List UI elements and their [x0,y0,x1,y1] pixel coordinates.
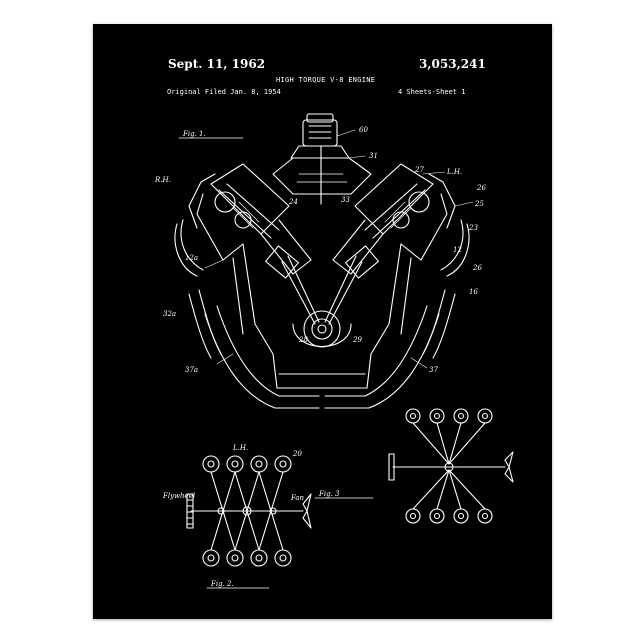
label-37: 37 [429,366,438,374]
label-28: 28 [298,336,308,344]
label-lh: L.H. [446,168,462,176]
sheet-count: 4 Sheets-Sheet 1 [398,88,466,96]
label-37a: 37a [185,366,198,374]
engine-drawing: Fig. 1. R.H. L.H. 60 31 27 26 25 23 26 1… [154,113,514,589]
label-32a: 32a [163,310,176,318]
label-23: 23 [468,224,478,232]
fig1-engine-section [174,113,474,409]
label-rh: R.H. [154,176,171,184]
fig2-diagram [186,455,312,567]
label-16: 16 [469,288,478,296]
label-flywheel: Flywheel [162,492,195,500]
fig3-label: Fig. 3 [318,490,340,498]
label-lh-fig2: L.H. [232,444,248,452]
label-60: 60 [359,126,368,134]
label-33: 33 [341,196,350,204]
patent-poster: Sept. 11, 1962 3,053,241 HIGH TORQUE V-8… [93,24,552,619]
label-12a: 12a [185,254,198,262]
label-24: 24 [288,198,298,206]
fig2-label: Fig. 2. [210,580,234,588]
label-26b: 26 [472,264,482,272]
label-31: 31 [369,152,378,160]
label-12: 12 [453,246,462,254]
label-27: 27 [414,166,424,174]
fig1-label: Fig. 1. [182,130,206,138]
label-20: 20 [292,450,302,458]
label-29: 29 [352,336,362,344]
filed-date: Original Filed Jan. 8, 1954 [167,88,281,96]
label-26: 26 [476,184,486,192]
fig3-diagram [388,408,514,524]
patent-number: 3,053,241 [419,57,486,71]
patent-date: Sept. 11, 1962 [168,57,266,71]
patent-title: HIGH TORQUE V-8 ENGINE [276,76,376,84]
label-fan: Fan [290,494,305,502]
label-25: 25 [474,200,484,208]
